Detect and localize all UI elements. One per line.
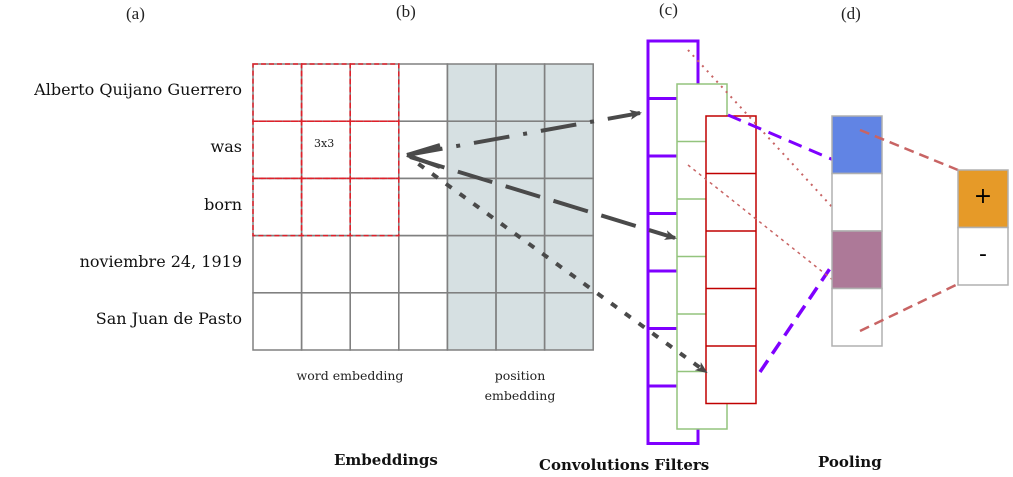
- panel-label-a: (a): [126, 4, 145, 23]
- embedding-cell: [252, 63, 303, 122]
- pooling-cell: [831, 115, 883, 175]
- connector-red-mid: [687, 164, 859, 301]
- pooling-cell: [831, 172, 883, 232]
- embedding-cell: [349, 177, 400, 237]
- embedding-cell: [300, 234, 351, 294]
- output-vector: [957, 169, 1009, 286]
- embedding-cell: [300, 177, 351, 237]
- kernel-size-label: 3x3: [314, 137, 335, 150]
- kernel-cell: [300, 63, 351, 122]
- output-cell: [957, 226, 1009, 286]
- conv-filter-3: [705, 115, 757, 405]
- kernel-cell: [252, 177, 303, 237]
- arrow-to-filter-2[interactable]: [409, 155, 677, 240]
- position-embedding-label-line1: position: [494, 368, 546, 383]
- embedding-cell: [349, 120, 400, 180]
- pooling-cell: [831, 287, 883, 347]
- embedding-cell: [543, 292, 594, 351]
- panel-label-b: (b): [396, 2, 416, 21]
- connector-pool-output-top: [859, 128, 959, 172]
- pooling-vector: [831, 115, 883, 347]
- embedding-cell: [252, 292, 303, 351]
- arrow-to-filter-1[interactable]: [406, 109, 642, 157]
- position-embedding-label-line2: embedding: [484, 388, 556, 403]
- embedding-cell: [349, 292, 400, 351]
- embedding-cell: [349, 234, 400, 294]
- panel-label-c: (c): [659, 0, 678, 19]
- output-negative-label: -: [979, 242, 987, 267]
- kernel-cell: [349, 120, 400, 180]
- pooling-cell: [831, 230, 883, 290]
- connector-pool-output-bottom: [859, 282, 959, 333]
- embedding-cell: [252, 120, 303, 180]
- kernel-cell: [252, 63, 303, 122]
- kernel-cell: [252, 120, 303, 180]
- panel-label-d: (d): [841, 4, 861, 23]
- kernel-cell: [349, 63, 400, 122]
- embedding-cell: [398, 63, 449, 122]
- embedding-cell: [300, 63, 351, 122]
- embedding-cell: [252, 234, 303, 294]
- embedding-cell: [300, 292, 351, 351]
- embedding-cell: [398, 234, 449, 294]
- section-title-convolutions: Convolutions Filters: [539, 456, 710, 474]
- filter-frame: [705, 115, 757, 405]
- embedding-cell: [398, 177, 449, 237]
- word-4: noviembre 24, 1919: [79, 252, 242, 271]
- output-cell: [957, 169, 1009, 229]
- word-1: Alberto Quijano Guerrero: [34, 80, 242, 99]
- kernel-cell: [300, 177, 351, 237]
- section-title-pooling: Pooling: [818, 453, 882, 471]
- section-title-embeddings: Embeddings: [334, 451, 438, 469]
- word-3: born: [204, 195, 242, 214]
- word-2: was: [210, 137, 242, 156]
- word-5: San Juan de Pasto: [95, 309, 242, 328]
- output-positive-label: +: [973, 184, 993, 209]
- word-embedding-label: word embedding: [296, 368, 404, 383]
- kernel-cell: [349, 177, 400, 237]
- embedding-cell: [349, 63, 400, 122]
- embedding-cell: [252, 177, 303, 237]
- embedding-cell: [398, 292, 449, 351]
- kernel-3x3-window: [252, 63, 400, 237]
